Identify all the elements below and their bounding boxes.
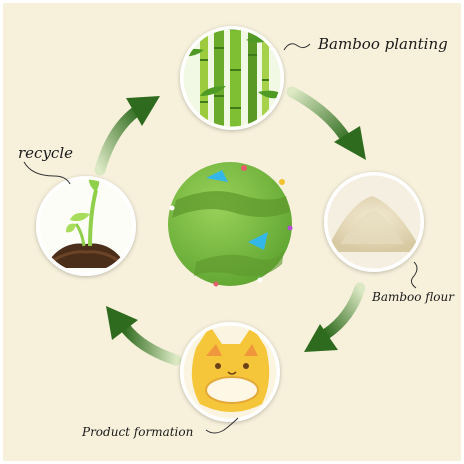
connector-flour [410,261,418,289]
arrow-flour-to-product [304,282,366,352]
connector-planting [283,43,311,51]
connector-recycle [23,161,71,185]
arrow-product-to-recycle [106,306,182,366]
arrow-planting-to-flour [286,86,366,160]
green-planet-icon [168,162,293,287]
stage-label-recycle: recycle [18,144,73,162]
flour-pile-icon [326,174,422,270]
connector-product [205,417,239,434]
arrow-recycle-to-planting [94,96,160,176]
stage-label-planting: Bamboo planting [318,35,448,53]
stage-label-product: Product formation [82,425,194,439]
stage-label-flour: Bamboo flour [372,290,454,304]
sprout-in-soil-icon [38,178,134,274]
cat-bowl-icon [182,324,278,420]
